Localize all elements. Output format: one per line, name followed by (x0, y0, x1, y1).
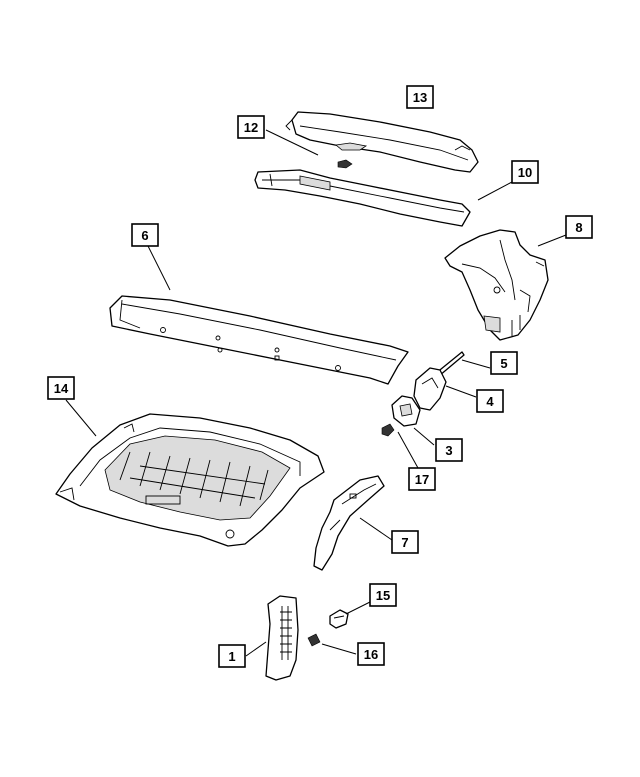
callout-14-label: 14 (54, 381, 69, 396)
callout-6-label: 6 (141, 228, 148, 243)
callout-13: 13 (406, 85, 434, 109)
callout-16-label: 16 (364, 647, 378, 662)
callout-4-label: 4 (486, 394, 494, 409)
part-1-b-pillar-trim (265, 595, 299, 681)
callout-15-label: 15 (376, 588, 390, 603)
callout-1-label: 1 (228, 649, 235, 664)
callout-4: 4 (476, 389, 504, 413)
callout-12-label: 12 (244, 120, 258, 135)
part-16-clip (307, 633, 321, 647)
part-3-bracket (391, 395, 421, 427)
part-7-pillar-trim (313, 475, 385, 571)
callout-12: 12 (237, 115, 265, 139)
part-15-clip (329, 609, 349, 629)
part-12-clip (337, 159, 353, 169)
part-10-header-rail (254, 169, 471, 227)
part-6-cross-rail (109, 295, 409, 385)
part-17-screw (381, 423, 395, 437)
callout-7: 7 (391, 530, 419, 554)
part-13-header-trim (285, 111, 479, 173)
callout-16: 16 (357, 642, 385, 666)
callout-5-label: 5 (500, 356, 507, 371)
callout-1: 1 (218, 644, 246, 668)
callout-14: 14 (47, 376, 75, 400)
callout-8: 8 (565, 215, 593, 239)
callout-15: 15 (369, 583, 397, 607)
callout-17-label: 17 (415, 472, 429, 487)
part-8-quarter-trim (444, 229, 549, 341)
callout-3: 3 (435, 438, 463, 462)
callout-17: 17 (408, 467, 436, 491)
callout-10: 10 (511, 160, 539, 184)
part-4-pillar-cap (413, 367, 447, 411)
callout-3-label: 3 (445, 443, 452, 458)
part-14-headliner (55, 413, 325, 547)
callout-5: 5 (490, 351, 518, 375)
callout-6: 6 (131, 223, 159, 247)
callout-10-label: 10 (518, 165, 532, 180)
callout-7-label: 7 (401, 535, 408, 550)
callout-13-label: 13 (413, 90, 427, 105)
callout-8-label: 8 (575, 220, 582, 235)
leader-lines (65, 129, 567, 657)
